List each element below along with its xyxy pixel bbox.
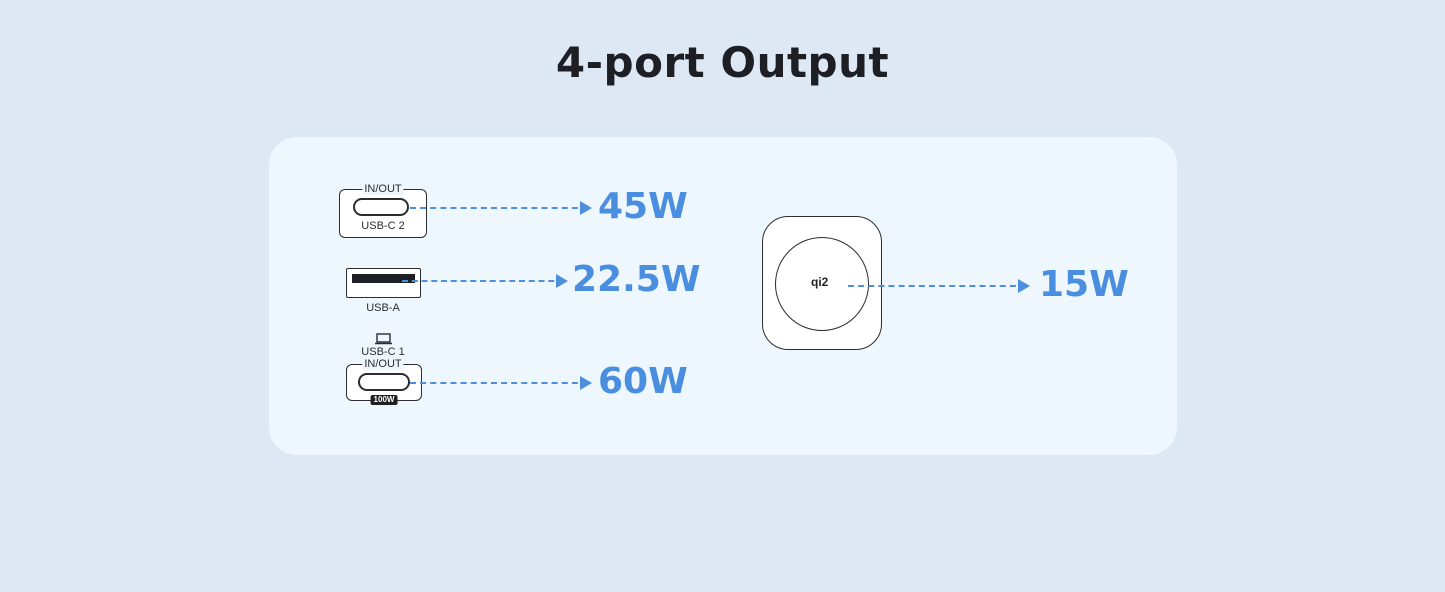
usb-c1-power-badge: 100W	[370, 395, 398, 405]
usb-c2-arrow	[410, 201, 592, 215]
laptop-icon	[375, 333, 392, 345]
usb-c2-name-label: USB-C 2	[361, 220, 405, 232]
usb-c1-output-watt: 60W	[598, 361, 688, 402]
usb-a-arrow	[402, 274, 568, 288]
page-title: 4-port Output	[555, 38, 890, 87]
usb-c-port-icon	[353, 198, 409, 216]
usb-c2-port-frame	[339, 189, 427, 238]
usb-c-port-icon	[358, 373, 410, 391]
usb-a-port-icon	[346, 268, 421, 298]
usb-c1-mode-label: IN/OUT	[362, 358, 404, 370]
usb-c2-mode-label: IN/OUT	[362, 183, 404, 195]
wireless-pad-coil	[775, 237, 869, 331]
wireless-arrow	[848, 279, 1030, 293]
usb-a-name-label: USB-A	[364, 302, 402, 314]
wireless-output-watt: 15W	[1039, 264, 1129, 305]
usb-a-port-tongue	[352, 274, 415, 283]
usb-c1-name-label: USB-C 1	[359, 346, 407, 358]
qi2-logo-icon: qi2	[811, 275, 829, 289]
usb-c1-arrow	[410, 376, 592, 390]
usb-a-output-watt: 22.5W	[572, 259, 701, 300]
usb-c2-output-watt: 45W	[598, 186, 688, 227]
